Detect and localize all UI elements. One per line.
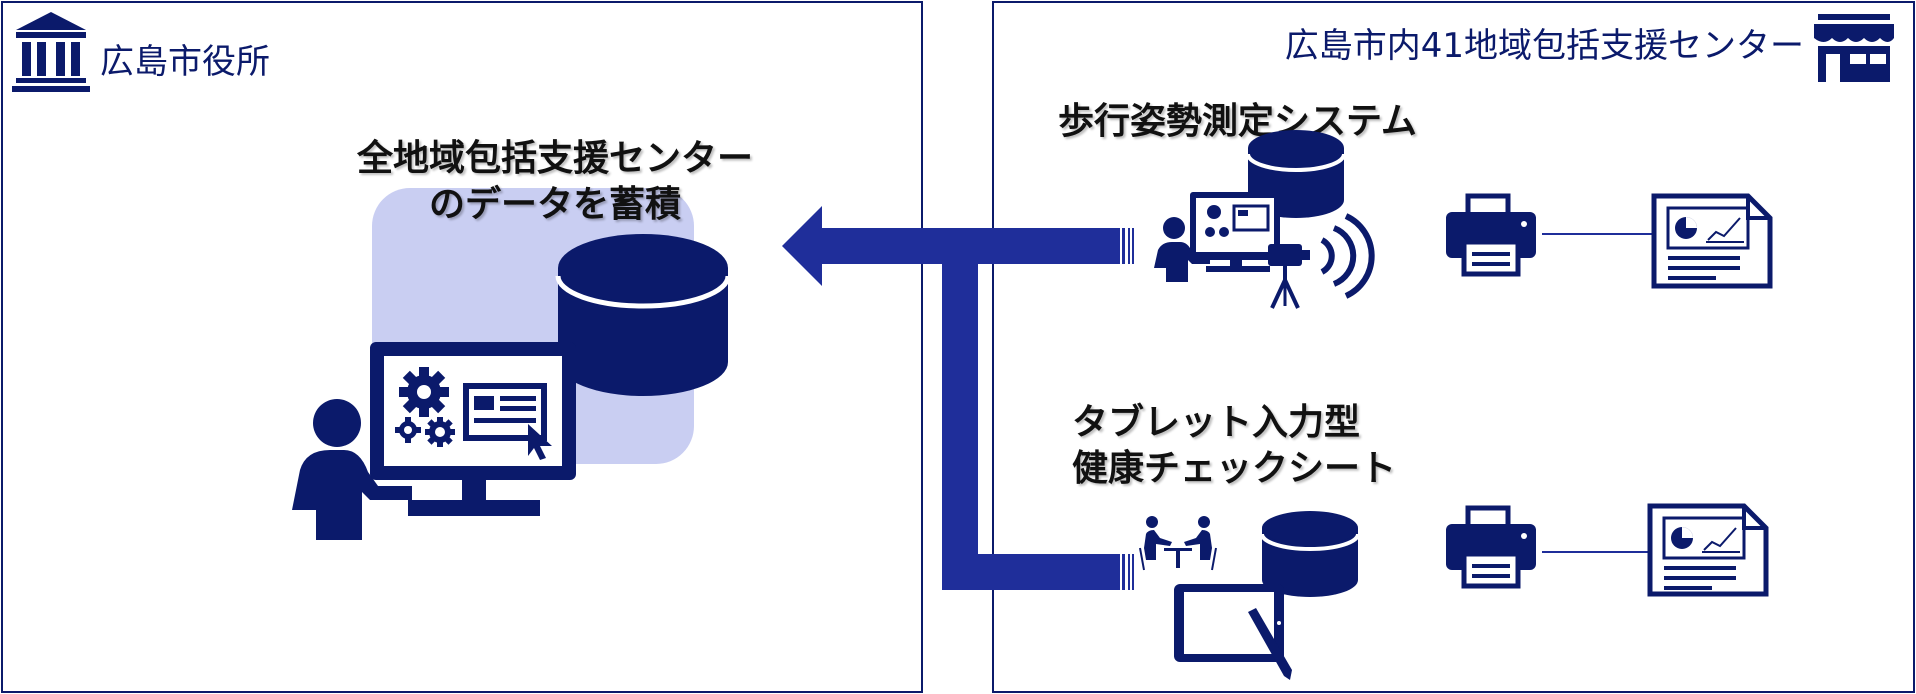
tablet-pen-icon — [1174, 584, 1292, 680]
database-icon — [555, 234, 731, 396]
report-chart-icon — [1651, 193, 1773, 289]
database-icon — [1260, 511, 1360, 597]
city-hall-icon — [12, 12, 90, 92]
computer-user-icon — [1154, 192, 1280, 282]
printer-icon — [1446, 505, 1536, 589]
data-accumulation-caption: 全地域包括支援センター のデータを蓄積 — [345, 136, 765, 228]
report-chart-icon — [1647, 503, 1769, 597]
tablet-system-caption-line1: タブレット入力型 — [1072, 402, 1361, 443]
data-accumulation-caption-line1: 全地域包括支援センター — [356, 138, 753, 179]
city-hall-title: 広島市役所 — [100, 42, 270, 82]
tablet-system-caption: タブレット入力型 健康チェックシート — [1072, 400, 1396, 492]
printer-icon — [1446, 193, 1536, 277]
store-icon — [1814, 14, 1894, 82]
camera-tripod-icon — [1268, 244, 1310, 309]
gait-system-caption: 歩行姿勢測定システム — [1058, 101, 1417, 142]
computer-user-icon — [292, 342, 576, 540]
data-accumulation-caption-line2: のデータを蓄積 — [428, 184, 681, 225]
tablet-system-caption-line2: 健康チェックシート — [1072, 448, 1397, 489]
meeting-people-icon — [1139, 516, 1217, 571]
signal-waves-icon — [1320, 213, 1375, 299]
support-centers-title: 広島市内41地域包括支援センター — [1284, 26, 1804, 66]
